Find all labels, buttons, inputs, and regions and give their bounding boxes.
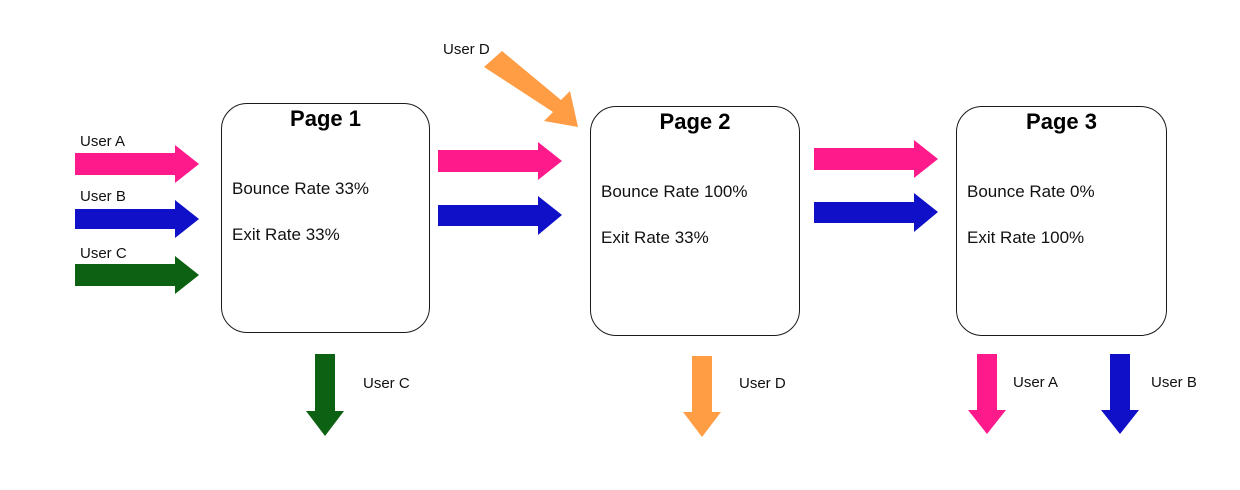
page-1-bounce-rate: Bounce Rate 33% <box>232 179 370 198</box>
label-user-b-entry: User B <box>80 188 126 205</box>
page-1-box: Page 1 Bounce Rate 33% Exit Rate 33% <box>221 103 430 333</box>
arrow-user-c-exit <box>306 354 344 436</box>
arrow-user-b-p1-p2 <box>438 196 562 235</box>
page-2-bounce-rate: Bounce Rate 100% <box>601 182 748 201</box>
page-2-exit-rate: Exit Rate 33% <box>601 228 709 247</box>
page-2-title: Page 2 <box>659 109 731 134</box>
page-2-box: Page 2 Bounce Rate 100% Exit Rate 33% <box>590 106 800 336</box>
arrow-user-a-entry <box>75 145 199 183</box>
arrow-user-d-entry <box>484 51 578 127</box>
label-user-c-exit: User C <box>363 375 410 392</box>
label-user-c-entry: User C <box>80 245 127 262</box>
label-user-b-exit: User B <box>1151 374 1197 391</box>
page-3-title: Page 3 <box>1026 109 1097 134</box>
arrow-user-a-p2-p3 <box>814 140 938 178</box>
label-user-a-entry: User A <box>80 133 126 150</box>
arrow-user-c-entry <box>75 256 199 294</box>
arrow-user-b-exit <box>1101 354 1139 434</box>
arrow-user-b-p2-p3 <box>814 193 938 232</box>
arrow-user-b-entry <box>75 200 199 238</box>
arrow-user-a-p1-p2 <box>438 142 562 180</box>
page-1-title: Page 1 <box>290 106 361 131</box>
label-user-d-exit: User D <box>739 375 786 392</box>
arrow-user-a-exit <box>968 354 1006 434</box>
page-1-exit-rate: Exit Rate 33% <box>232 225 340 244</box>
label-user-d-entry: User D <box>443 41 490 58</box>
page-3-exit-rate: Exit Rate 100% <box>967 228 1085 247</box>
page-3-box: Page 3 Bounce Rate 0% Exit Rate 100% <box>956 106 1167 336</box>
label-user-a-exit: User A <box>1013 374 1059 391</box>
arrow-user-d-exit <box>683 356 721 437</box>
page-3-bounce-rate: Bounce Rate 0% <box>967 182 1095 201</box>
